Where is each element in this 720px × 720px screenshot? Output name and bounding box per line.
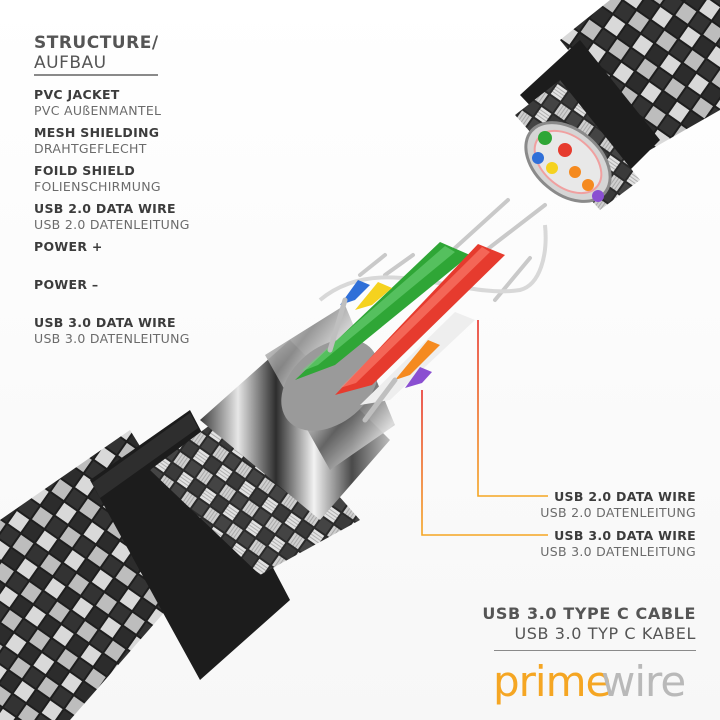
core-purple: [592, 190, 604, 202]
label-pvc-jacket: PVC JACKET PVC AUßENMANTEL: [34, 87, 162, 118]
logo-prime-text: prime: [493, 657, 610, 706]
wire-power-minus: [318, 224, 548, 302]
leader-right-usb20: [477, 320, 548, 497]
label-usb20-data-wire: USB 2.0 DATA WIRE USB 2.0 DATENLEITUNG: [34, 201, 190, 232]
product-title-de: USB 3.0 TYP C KABEL: [514, 624, 696, 643]
label-power-plus: POWER +: [34, 239, 103, 254]
core-blue: [532, 152, 544, 164]
label-right-usb30-data-wire: USB 3.0 DATA WIRE USB 3.0 DATENLEITUNG: [540, 528, 696, 559]
label-foil-shield: FOILD SHIELD FOLIENSCHIRMUNG: [34, 163, 161, 194]
label-power-minus: POWER –: [34, 277, 99, 292]
wires: [295, 198, 548, 423]
pvc-jacket-band: [90, 410, 290, 680]
label-right-usb20-data-wire: USB 2.0 DATA WIRE USB 2.0 DATENLEITUNG: [540, 489, 696, 520]
logo-wire-text: wire: [601, 657, 685, 706]
label-usb30-data-wire: USB 3.0 DATA WIRE USB 3.0 DATENLEITUNG: [34, 315, 190, 346]
wire-blue: [340, 280, 370, 305]
heading-line1: STRUCTURE/: [34, 33, 159, 53]
structure-heading: STRUCTURE/ AUFBAU: [34, 33, 159, 73]
leader-lines: [104, 94, 640, 536]
wire-purple: [405, 367, 432, 388]
wire-orange: [395, 340, 440, 380]
leader-right-usb30: [421, 390, 548, 536]
core-yellow: [546, 162, 558, 174]
label-mesh-shielding: MESH SHIELDING DRAHTGEFLECHT: [34, 125, 160, 156]
core-red: [558, 143, 572, 157]
core-green: [538, 131, 552, 145]
product-title-en: USB 3.0 TYPE C CABLE: [482, 604, 696, 623]
product-divider: [494, 650, 696, 651]
heading-line2: AUFBAU: [34, 53, 107, 73]
product-title: USB 3.0 TYPE C CABLE USB 3.0 TYP C KABEL: [482, 604, 696, 644]
end-pvc-jacket: [520, 40, 660, 190]
primewire-logo: prime wire: [493, 657, 686, 706]
heading-divider: [34, 74, 158, 76]
core-orange: [569, 166, 581, 178]
core-orange-2: [582, 179, 594, 191]
main-cable: [0, 305, 395, 720]
mesh-shield: [150, 395, 360, 575]
cable-end: [515, 0, 720, 210]
foil-shield: [200, 340, 390, 520]
end-outer-braid: [560, 0, 720, 150]
wire-yellow: [355, 282, 392, 310]
